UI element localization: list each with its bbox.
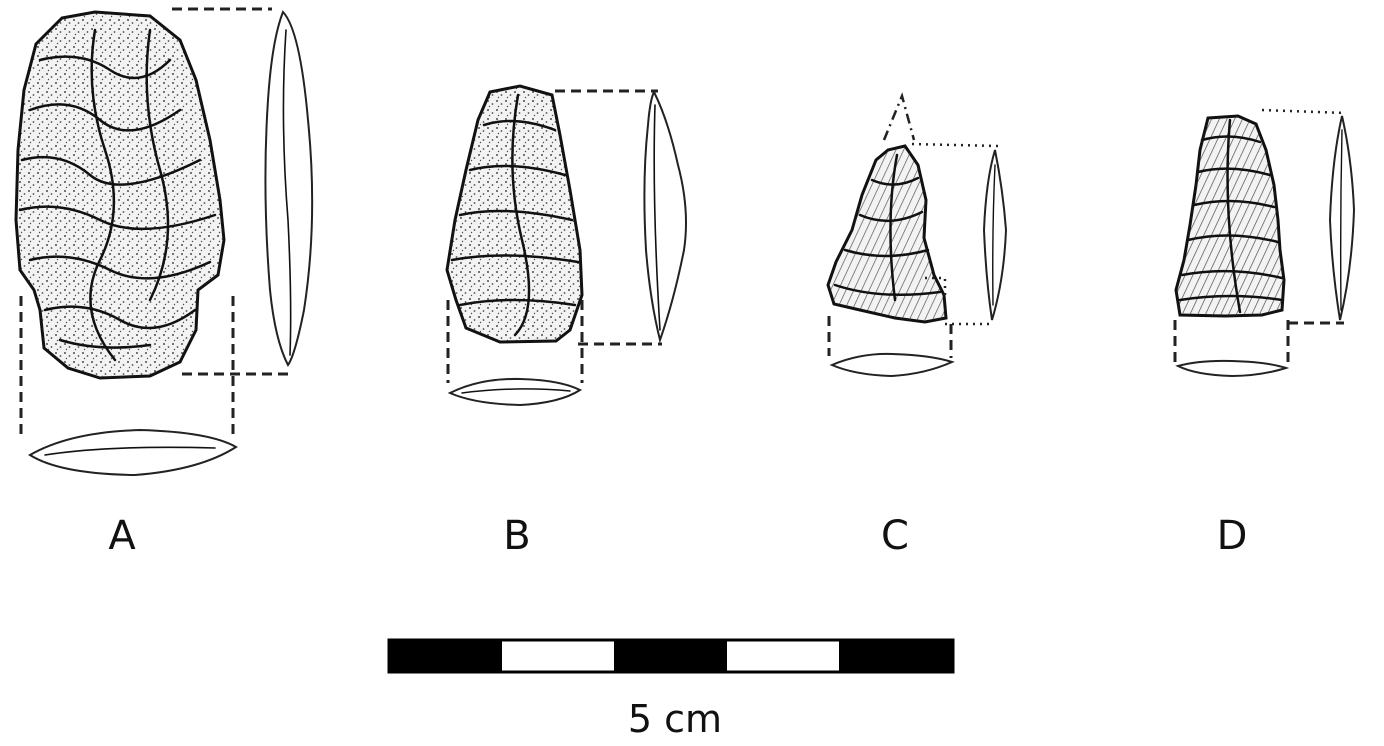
artifact-a-face — [14, 10, 226, 380]
artifact-d-drawing — [1173, 108, 1356, 378]
artifact-b-face — [445, 84, 584, 344]
artifact-d-cross-section — [1175, 359, 1290, 378]
scale-bar-segment-3 — [614, 640, 727, 672]
artifact-b-side-profile — [643, 89, 687, 344]
scale-bar-caption: 5 cm — [627, 697, 723, 741]
artifact-c-side-profile — [982, 149, 1008, 321]
scale-bar — [387, 638, 955, 674]
artifact-b-cross-section — [447, 377, 583, 407]
artifact-a-cross-section — [28, 428, 238, 477]
scale-bar-segment-4 — [727, 640, 839, 672]
scale-bar-segment-1 — [389, 640, 502, 672]
artifact-c-drawing — [826, 92, 1008, 378]
artifact-label-b: B — [503, 513, 531, 559]
artifact-label-d: D — [1216, 513, 1248, 559]
artifact-b-drawing — [445, 84, 687, 407]
artifact-d-guide-top — [1261, 108, 1347, 115]
artifact-a-side-profile — [264, 10, 314, 367]
artifact-label-a: A — [108, 513, 136, 559]
artifact-c-cross-section — [829, 352, 955, 378]
artifact-d-side-profile — [1328, 115, 1356, 321]
artifact-c-face — [826, 144, 948, 324]
artifact-c-guide-top — [911, 142, 999, 148]
artifact-c-restored-tip — [882, 92, 916, 141]
artifact-d-face — [1174, 114, 1286, 318]
artifact-label-c: C — [881, 513, 909, 559]
scale-bar-segment-5 — [839, 640, 953, 672]
scale-bar-segment-2 — [502, 640, 614, 672]
artifact-a-drawing — [14, 7, 314, 477]
